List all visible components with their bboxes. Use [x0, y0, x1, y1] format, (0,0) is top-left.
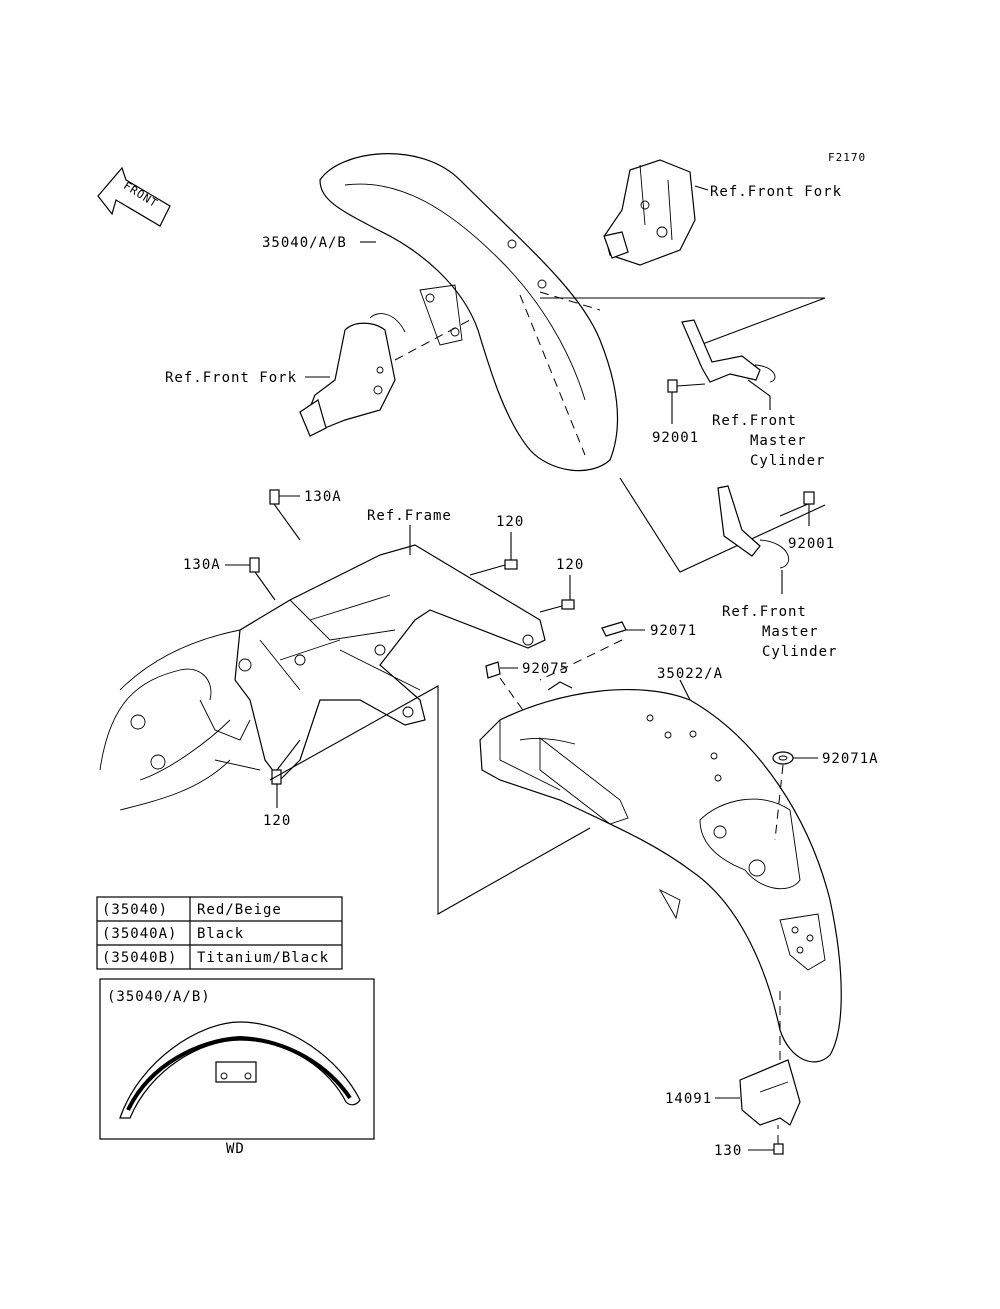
color-table: (35040) Red/Beige (35040A) Black (35040B… [96, 896, 343, 970]
label-ref-master-lower-1: Ref.Front [722, 604, 807, 620]
table-row-1-color: Red/Beige [197, 902, 282, 918]
table-row-2-color: Black [197, 926, 244, 942]
label-ref-master-upper-2: Master [750, 433, 807, 449]
cover-14091-icon [739, 1059, 801, 1126]
label-ref-master-lower-2: Master [762, 624, 819, 640]
rear-fender [479, 689, 842, 1063]
label-ref-frame: Ref.Frame [367, 508, 452, 524]
grommet-92071a-icon [772, 751, 794, 765]
label-130a-top: 130A [304, 489, 342, 505]
front-arrow-icon: FRONT [97, 166, 171, 227]
front-fork-upper [603, 159, 696, 266]
bolt-130a-top-icon [269, 489, 301, 541]
clip-92071-icon [601, 621, 627, 637]
inset-fender-drawing [119, 1021, 361, 1119]
label-92001-lower: 92001 [788, 536, 835, 552]
label-ref-master-lower-3: Cylinder [762, 644, 837, 660]
label-92075: 92075 [522, 661, 569, 677]
bolt-120-mid-icon [539, 599, 575, 613]
label-92001-upper: 92001 [652, 430, 699, 446]
inset-box: (35040/A/B) [99, 978, 375, 1140]
table-row-3-code: (35040B) [102, 950, 177, 966]
table-row-1-code: (35040) [102, 902, 168, 918]
label-92071a: 92071A [822, 751, 879, 767]
bolt-130a-left-icon [249, 557, 276, 601]
front-fork-lower [299, 313, 406, 437]
table-row-3-color: Titanium/Black [197, 950, 329, 966]
label-ref-master-upper-3: Cylinder [750, 453, 825, 469]
label-ref-master-upper-1: Ref.Front [712, 413, 797, 429]
inset-caption: WD [226, 1141, 245, 1157]
bolt-120-top-icon [469, 559, 518, 576]
label-130a-left: 130A [183, 557, 221, 573]
label-120-mid: 120 [556, 557, 584, 573]
nut-92075-icon [485, 661, 501, 679]
bolt-92001-upper-icon [667, 379, 706, 393]
label-92071: 92071 [650, 623, 697, 639]
table-row-2-code: (35040A) [102, 926, 177, 942]
label-fender-front: 35040/A/B [262, 235, 347, 251]
label-130: 130 [714, 1143, 742, 1159]
label-14091: 14091 [665, 1091, 712, 1107]
master-cylinder-bracket-lower [717, 485, 790, 569]
diagram-code: F2170 [828, 151, 866, 164]
master-cylinder-bracket-upper [681, 319, 776, 383]
label-ref-front-fork-top: Ref.Front Fork [710, 184, 842, 200]
inset-title: (35040/A/B) [107, 989, 211, 1005]
label-35022: 35022/A [657, 666, 723, 682]
bolt-130-icon [773, 1143, 784, 1155]
rear-frame [99, 544, 546, 811]
front-fender [319, 153, 619, 472]
label-ref-front-fork-left: Ref.Front Fork [165, 370, 297, 386]
label-120-bottom: 120 [263, 813, 291, 829]
label-120-top: 120 [496, 514, 524, 530]
